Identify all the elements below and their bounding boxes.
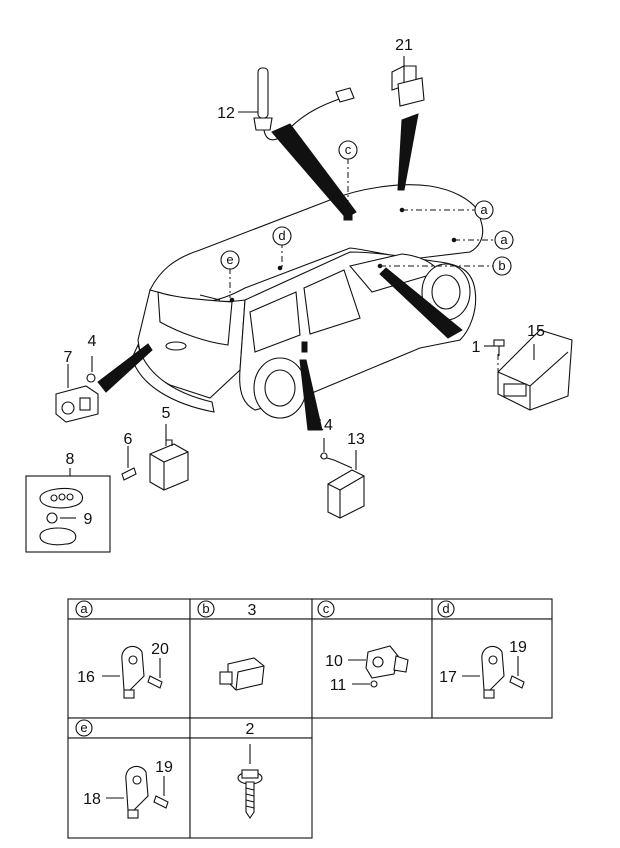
leader-wedges [97, 113, 463, 431]
sensor-18-part [106, 765, 169, 819]
callout-19-e: 19 [155, 759, 173, 776]
table-part-2: 2 [246, 721, 255, 738]
bolt-2-part [237, 744, 263, 819]
key-fob-box [25, 475, 111, 553]
location-marker-d [272, 226, 292, 246]
callout-14: 14 [315, 417, 333, 434]
callout-13: 13 [347, 431, 365, 448]
dash-lines [229, 158, 499, 388]
location-markers [220, 140, 514, 276]
table-circle-e [75, 719, 93, 737]
sensor-16-part [102, 645, 163, 699]
letter-e: e [226, 252, 233, 267]
callout-12: 12 [217, 105, 235, 122]
table-circle-a [75, 600, 93, 618]
callout-16: 16 [77, 669, 95, 686]
callout-leaders [60, 56, 535, 519]
location-marker-e [220, 250, 240, 270]
sensor-17-part [462, 645, 525, 699]
callout-9: 9 [84, 511, 93, 528]
antenna-part [253, 67, 355, 141]
callout-10: 10 [325, 653, 343, 670]
callout-11: 11 [330, 677, 347, 694]
connector-3-part [219, 657, 265, 691]
table-letter-a: a [80, 601, 88, 616]
location-letters: c d e a a b [226, 142, 508, 273]
table-circle-d [437, 600, 455, 618]
vehicle-illustration [131, 184, 484, 419]
location-marker-b [492, 256, 512, 276]
callout-6: 6 [124, 431, 133, 448]
table-part-3: 3 [248, 602, 257, 619]
letter-c: c [345, 142, 352, 157]
table-letter-e: e [80, 720, 87, 735]
table-letter-c: c [323, 601, 330, 616]
callout-19-d: 19 [509, 639, 527, 656]
callout-8: 8 [66, 451, 75, 468]
module-13-part [319, 452, 365, 519]
table-circle-b [197, 600, 215, 618]
module-5-part [121, 439, 189, 491]
table-letter-b: b [202, 601, 209, 616]
location-marker-a2 [494, 230, 514, 250]
callout-18: 18 [83, 791, 101, 808]
callout-1: 1 [472, 339, 481, 356]
table-letter-d: d [442, 601, 449, 616]
callout-20: 20 [151, 641, 169, 658]
detail-table: a b 3 c d e 2 16 20 [67, 598, 553, 839]
location-marker-a1 [474, 200, 494, 220]
sensor-10-part [348, 645, 409, 688]
module-21-part [391, 65, 425, 107]
callout-17: 17 [439, 669, 457, 686]
receiver-7-part [55, 373, 99, 423]
letter-b: b [498, 258, 505, 273]
table-circle-c [317, 600, 335, 618]
callout-4: 4 [88, 333, 97, 350]
callout-21: 21 [395, 37, 413, 54]
bolt-1-part [493, 339, 505, 356]
letter-a1: a [480, 202, 488, 217]
airbag-control-unit-part [497, 329, 573, 411]
letter-a2: a [500, 232, 508, 247]
letter-d: d [278, 228, 285, 243]
callout-7: 7 [64, 349, 73, 366]
callout-numbers: 21 12 15 1 7 4 5 6 8 9 14 13 [64, 37, 545, 528]
callout-5: 5 [162, 405, 171, 422]
location-marker-c [338, 140, 358, 160]
callout-15: 15 [527, 323, 545, 340]
